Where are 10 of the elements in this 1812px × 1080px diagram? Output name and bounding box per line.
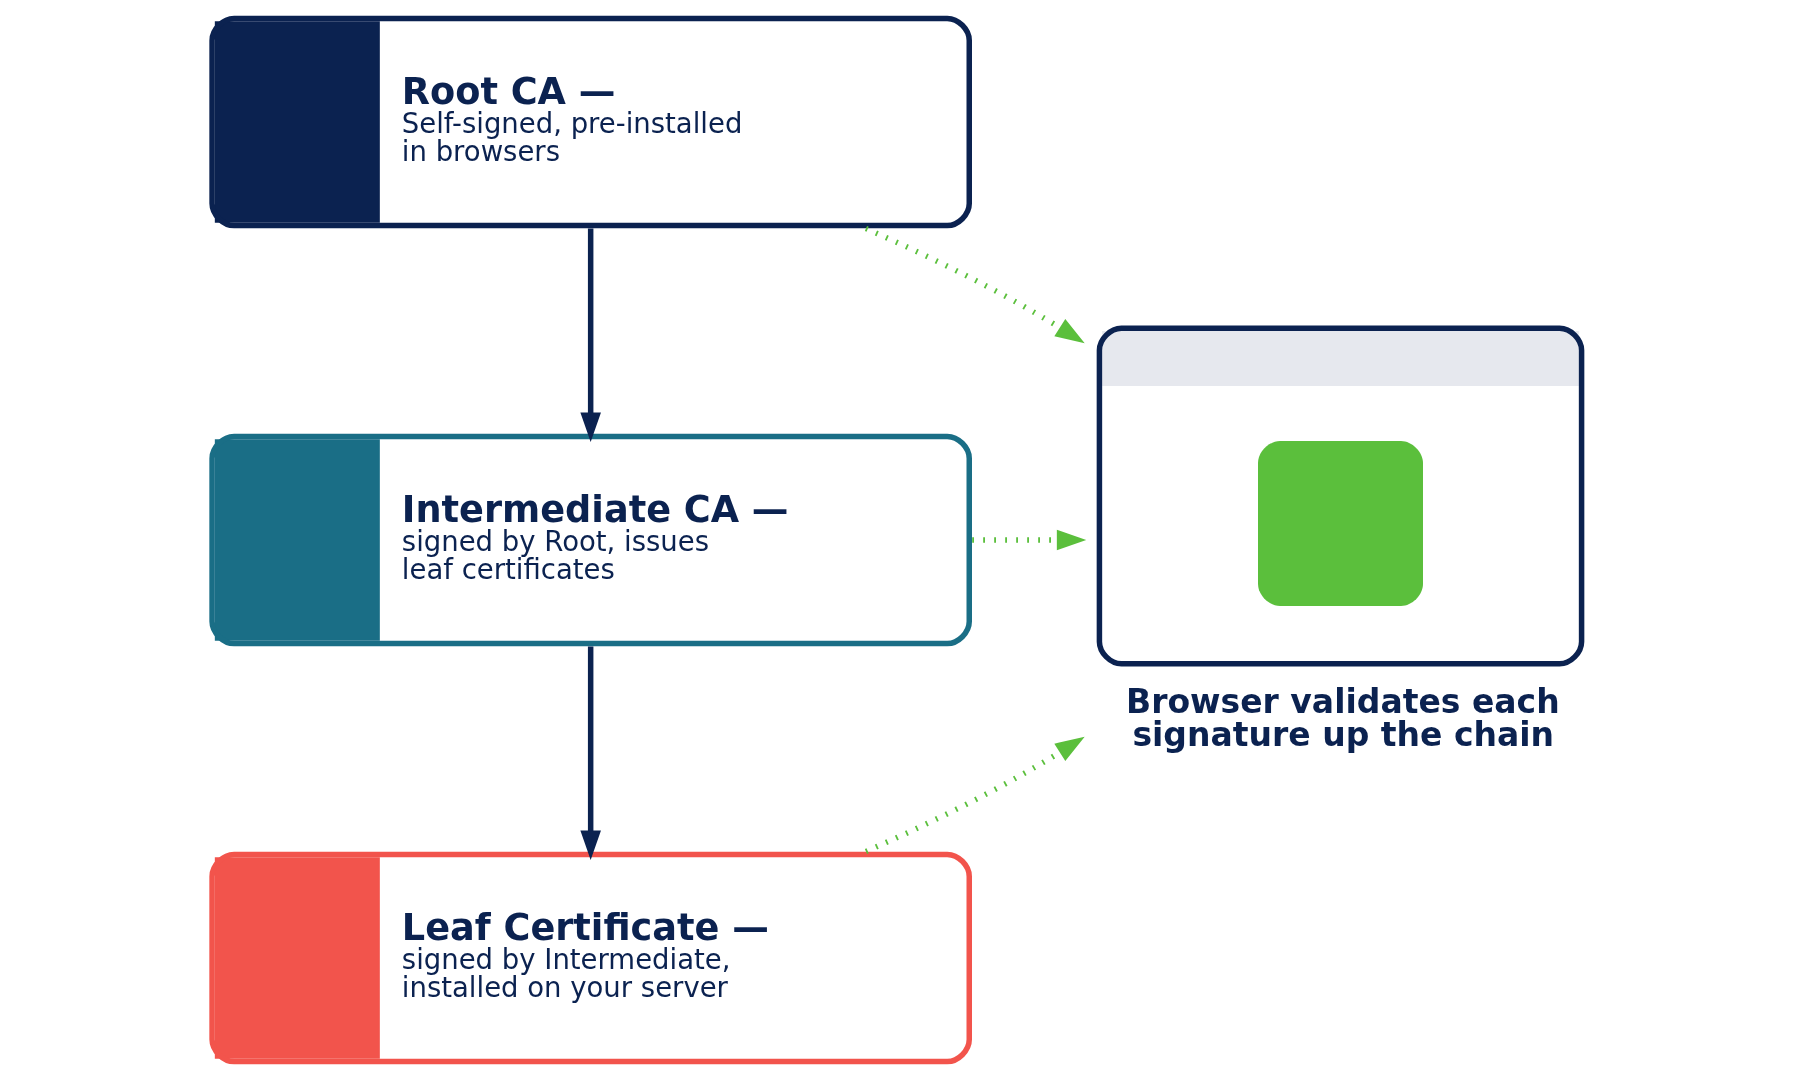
node-label: Browser validates each signature up the chain (1126, 682, 1560, 755)
arrow (580, 228, 601, 442)
arrow (972, 529, 1087, 551)
node-box: Intermediate CA — signed by Root, issues leaf certificates (209, 433, 972, 647)
node-box: Root CA — Self-signed, pre-installed in browsers (209, 15, 972, 229)
node-box: Leaf Certificate — signed by Intermediate, installed on your server (209, 851, 972, 1065)
arrow (864, 736, 1085, 854)
node-box (1096, 325, 1585, 667)
arrow (580, 646, 601, 860)
arrow (864, 226, 1085, 344)
